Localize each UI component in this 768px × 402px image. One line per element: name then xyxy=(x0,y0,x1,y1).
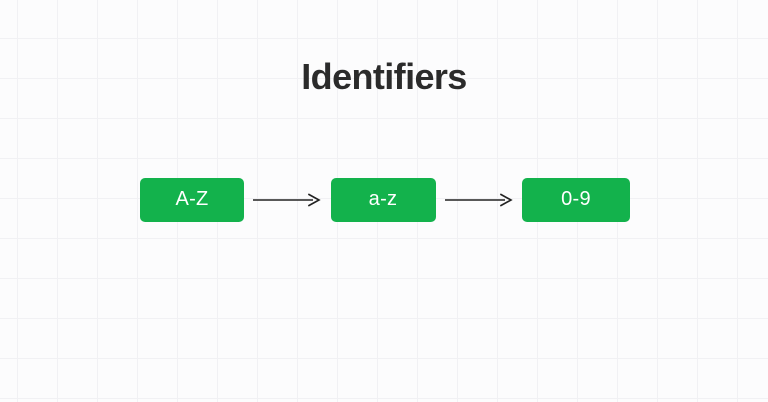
flow-node-label: A-Z xyxy=(175,188,209,210)
arrow-right-icon-1 xyxy=(253,193,321,207)
arrow-right-icon-2 xyxy=(444,193,513,207)
flow-node-label: 0-9 xyxy=(561,188,591,210)
flow-sequence: A-Z a-z 0-9 xyxy=(140,178,630,222)
page-title: Identifiers xyxy=(301,56,467,97)
flow-node-label: a-z xyxy=(368,188,398,210)
flow-node-lowercase[interactable]: a-z xyxy=(330,178,436,222)
flow-node-digits[interactable]: 0-9 xyxy=(522,178,630,222)
flow-node-uppercase[interactable]: A-Z xyxy=(140,178,244,222)
